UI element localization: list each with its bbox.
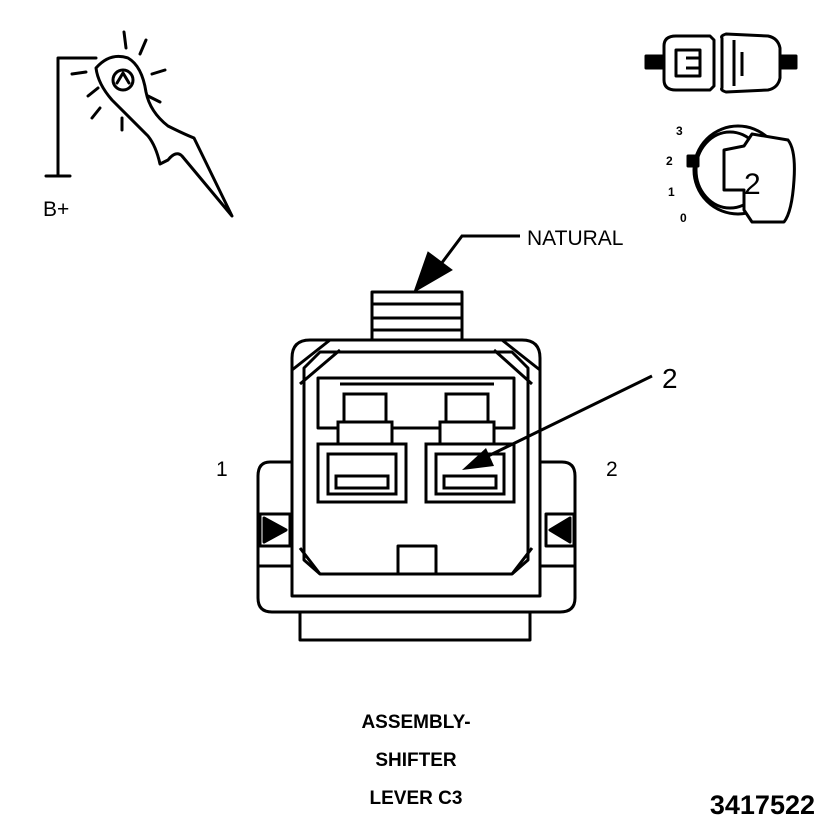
- cavity-2-callout-arrow: [462, 374, 653, 470]
- connector-plug-icon: [644, 32, 798, 94]
- cavity-1: [316, 392, 408, 504]
- cavity-2-callout-label: 2: [662, 363, 678, 394]
- connector-face: [256, 290, 577, 642]
- ignition-key-icon: [686, 124, 796, 224]
- cavity-2: [424, 392, 516, 504]
- key-position-1: 1: [668, 185, 675, 199]
- test-probe-icon: [44, 30, 234, 218]
- key-selected-number: 2: [744, 168, 761, 201]
- b-plus-label: B+: [43, 198, 69, 221]
- cavity-2-label: 2: [606, 458, 618, 481]
- natural-callout-arrow: [413, 234, 520, 294]
- title-line-1: ASSEMBLY-: [361, 712, 470, 733]
- title-line-3: LEVER C3: [370, 788, 463, 809]
- title-line-2: SHIFTER: [375, 750, 457, 771]
- key-position-0: 0: [680, 211, 687, 225]
- key-position-2: 2: [666, 154, 673, 168]
- figure-number: 3417522: [710, 790, 815, 820]
- key-position-3: 3: [676, 124, 683, 138]
- cavity-1-label: 1: [216, 458, 228, 481]
- color-label: NATURAL: [527, 227, 623, 250]
